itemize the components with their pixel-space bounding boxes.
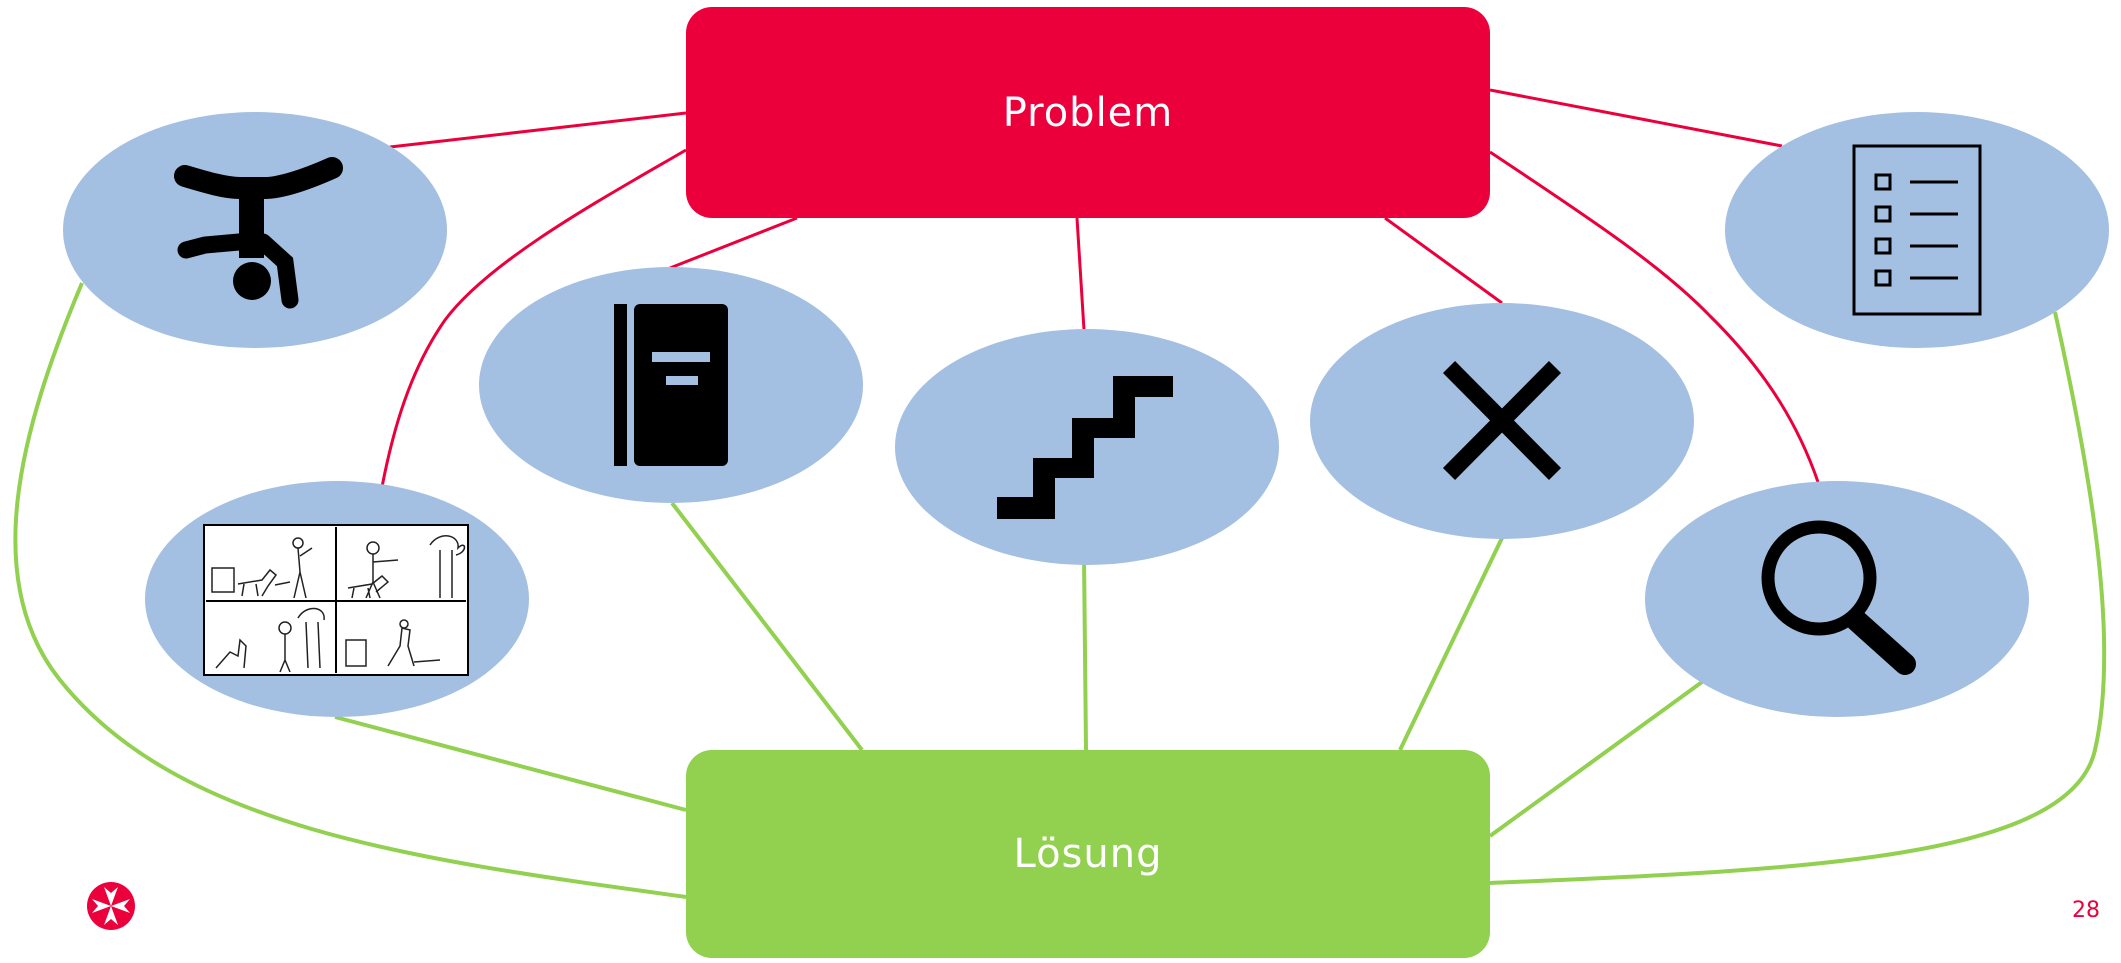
connector-solution-magnifier [1488, 680, 1704, 838]
maltese-cross-logo-icon [87, 882, 135, 930]
page-number: 28 [2072, 898, 2100, 923]
solution-connectors [13, 282, 2107, 899]
connector-problem-magnifier [1489, 150, 1820, 483]
checklist-icon [1852, 144, 1982, 316]
problem-connectors [380, 88, 1820, 488]
connector-problem-close [1384, 216, 1503, 305]
connector-problem-comic [380, 148, 687, 488]
problem-box: Problem [686, 7, 1490, 218]
connector-problem-handstand [389, 111, 687, 149]
node-checklist [1725, 112, 2109, 348]
connector-problem-stairs [1075, 217, 1086, 331]
connector-solution-notebook [670, 501, 864, 752]
comic-strip-image [203, 524, 469, 676]
close-x-icon [1442, 361, 1562, 480]
handstand-figure-icon [174, 157, 343, 309]
connector-solution-handstand [13, 282, 687, 899]
magnifier-icon [1761, 520, 1916, 675]
connector-solution-comic [334, 715, 687, 812]
problem-label: Problem [1002, 89, 1174, 136]
connector-problem-checklist [1489, 88, 1783, 148]
solution-label: Lösung [1013, 831, 1163, 877]
stairs-icon [997, 376, 1173, 519]
solution-box: Lösung [686, 750, 1490, 958]
connector-solution-close [1398, 537, 1504, 751]
connector-solution-stairs [1082, 555, 1088, 751]
node-magnifier [1645, 481, 2029, 717]
connector-problem-notebook [669, 216, 798, 270]
notebook-icon [614, 304, 728, 466]
connector-solution-checklist [1489, 311, 2107, 885]
